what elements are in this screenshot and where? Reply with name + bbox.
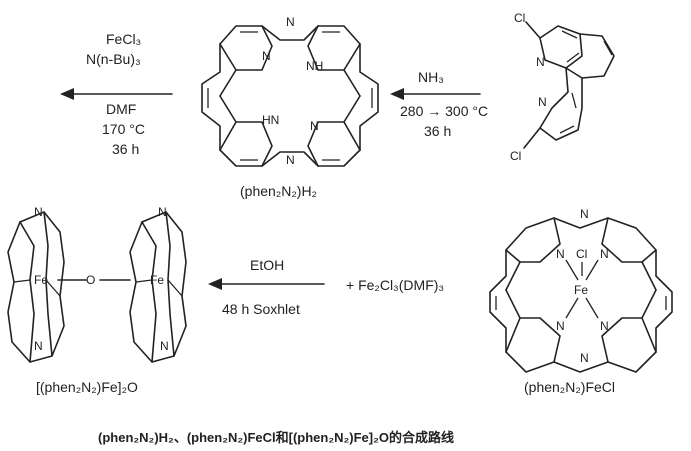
step1-condition-time: 36 h: [424, 123, 451, 139]
atom-o: O: [86, 273, 95, 287]
atom-cl: Cl: [514, 11, 525, 25]
atom-cl: Cl: [510, 149, 521, 163]
atom-n: N: [536, 55, 545, 69]
step3-condition: 48 h Soxhlet: [222, 301, 300, 317]
atom-n: N: [262, 49, 271, 63]
atom-n: N: [158, 205, 167, 219]
atom-n: N: [556, 319, 565, 333]
atom-n: N: [580, 207, 589, 221]
atom-hn: HN: [262, 113, 279, 127]
label-phen2n2fe2o: [(phen₂N₂)Fe]₂O: [36, 379, 138, 395]
dichlorophenanthroline-structure: Cl Cl N N: [510, 11, 615, 163]
atom-n: N: [286, 153, 295, 167]
arrow-step2: FeCl₃ N(n-Bu)₃ DMF 170 °C 36 h: [60, 31, 173, 157]
step3-reagent: EtOH: [250, 257, 284, 273]
step2-reagent-base: N(n-Bu)₃: [86, 51, 141, 67]
arrow-step1: NH₃ 280 → 300 °C 36 h: [390, 69, 488, 139]
phen2n2fe2o-structure: O Fe Fe N N N N: [7, 205, 187, 363]
arrow-step3: + Fe₂Cl₃(DMF)₃ EtOH 48 h Soxhlet: [208, 257, 444, 317]
atom-n: N: [538, 95, 547, 109]
label-phen2n2h2: (phen₂N₂)H₂: [240, 183, 317, 199]
atom-n: N: [160, 339, 169, 353]
atom-n: N: [600, 247, 609, 261]
step2-reagent-fecl3: FeCl₃: [106, 31, 141, 47]
atom-n: N: [556, 247, 565, 261]
atom-n: N: [34, 339, 43, 353]
figure-caption: (phen₂N₂)H₂、(phen₂N₂)FeCl和[(phen₂N₂)Fe]₂…: [98, 430, 454, 445]
atom-fe: Fe: [150, 273, 164, 287]
atom-fe: Fe: [34, 273, 48, 287]
atom-cl: Cl: [576, 247, 587, 261]
atom-nh: NH: [306, 59, 323, 73]
atom-n: N: [286, 15, 295, 29]
label-phen2n2fecl: (phen₂N₂)FeCl: [524, 379, 615, 395]
atom-n: N: [600, 319, 609, 333]
atom-n: N: [580, 351, 589, 365]
atom-fe: Fe: [574, 283, 588, 297]
step2-solvent: DMF: [106, 101, 136, 117]
atom-n: N: [310, 119, 319, 133]
step2-temp: 170 °C: [102, 121, 145, 137]
step1-reagent: NH₃: [418, 69, 444, 85]
step1-condition-temp: 280 → 300 °C: [400, 103, 488, 119]
atom-n: N: [34, 205, 43, 219]
phen2n2h2-structure: N N N NH HN N: [201, 15, 379, 167]
phen2n2fecl-structure: Fe Cl N N N N N N: [489, 207, 673, 373]
step3-plus-reagent: + Fe₂Cl₃(DMF)₃: [346, 277, 444, 293]
step2-time: 36 h: [112, 141, 139, 157]
